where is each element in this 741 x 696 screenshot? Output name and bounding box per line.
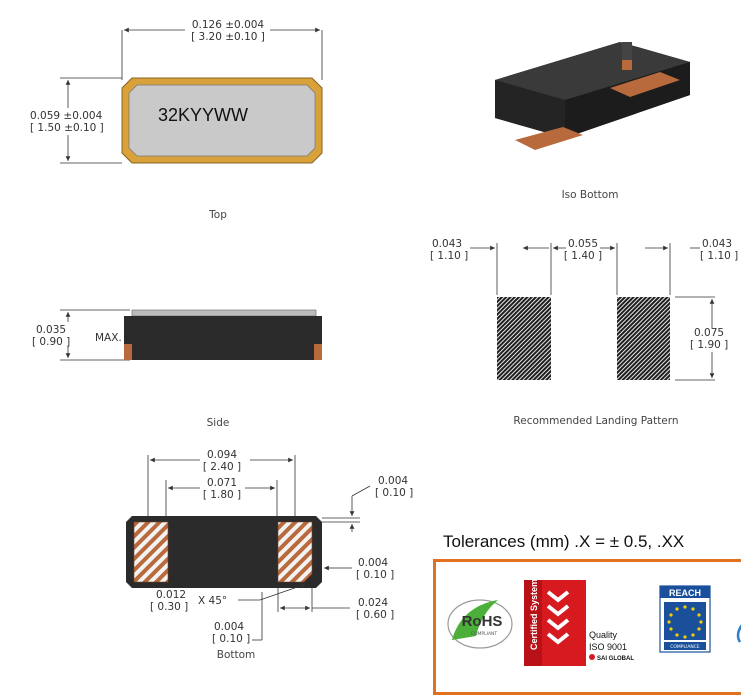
iso-pad-right bbox=[610, 72, 680, 97]
quality-label: Quality bbox=[589, 630, 618, 640]
lp-pad-height: 0.075 bbox=[694, 327, 724, 339]
bottom-chamfer-angle: X 45° bbox=[198, 595, 227, 607]
bottom-side-offset-dim-mm: [ 0.10 ] bbox=[356, 569, 394, 581]
bottom-chamfer-dim: 0.012 bbox=[156, 589, 186, 601]
lp-pad-height-mm: [ 1.90 ] bbox=[690, 339, 728, 351]
lp-pad-width-right-mm: [ 1.10 ] bbox=[700, 250, 738, 262]
side-view: 0.035 [ 0.90 ] MAX. Side bbox=[32, 309, 322, 429]
certified-system-logo: Certified System Quality ISO 9001 SAI GL… bbox=[524, 579, 634, 666]
reach-label: REACH bbox=[669, 588, 701, 598]
lp-gap-mm: [ 1.40 ] bbox=[564, 250, 602, 262]
iso-caption: Iso Bottom bbox=[562, 189, 619, 201]
partial-logo-icon bbox=[736, 624, 741, 643]
lp-pad-right bbox=[617, 297, 670, 380]
bottom-outer-dim-mm: [ 2.40 ] bbox=[203, 461, 241, 473]
side-height-dim-mm: [ 0.90 ] bbox=[32, 336, 70, 348]
sai-label: SAI GLOBAL bbox=[597, 656, 634, 662]
bottom-side-offset-dim: 0.004 bbox=[358, 557, 388, 569]
top-lid bbox=[128, 84, 316, 157]
bottom-pad-dim: 0.024 bbox=[358, 597, 388, 609]
bottom-view: 0.094 [ 2.40 ] 0.071 [ 1.80 ] 0.004 [ 0.… bbox=[126, 449, 413, 661]
bottom-inner-dim: 0.071 bbox=[207, 477, 237, 489]
lp-pad-left bbox=[497, 297, 551, 380]
certifications-box: RoHS COMPLIANT Certified System Quality … bbox=[433, 559, 741, 695]
rohs-logo: RoHS COMPLIANT bbox=[447, 599, 513, 649]
top-width-dim-mm: [ 3.20 ±0.10 ] bbox=[191, 31, 265, 43]
bottom-inner-dim-mm: [ 1.80 ] bbox=[203, 489, 241, 501]
top-height-dim-mm: [ 1.50 ±0.10 ] bbox=[30, 122, 104, 134]
certification-logos: RoHS COMPLIANT Certified System Quality … bbox=[447, 579, 741, 666]
bottom-chamfer-dim-mm: [ 0.30 ] bbox=[150, 601, 188, 613]
top-caption: Top bbox=[208, 209, 227, 221]
top-marking: 32KYYWW bbox=[158, 105, 248, 125]
bottom-bottom-offset-dim: 0.004 bbox=[214, 621, 244, 633]
bottom-bottom-offset-dim-mm: [ 0.10 ] bbox=[212, 633, 250, 645]
lp-pad-width: 0.043 bbox=[432, 238, 462, 250]
landing-pattern: 0.043 [ 1.10 ] 0.055 [ 1.40 ] 0.043 [ 1.… bbox=[430, 238, 738, 427]
bottom-pad-right bbox=[277, 521, 313, 583]
top-view: 0.126 ±0.004 [ 3.20 ±0.10 ] 0.059 ±0.004… bbox=[30, 19, 323, 221]
bottom-pad-left bbox=[133, 521, 169, 583]
bottom-body bbox=[126, 516, 322, 588]
top-width-dim: 0.126 ±0.004 bbox=[192, 19, 265, 31]
bottom-pad-dim-mm: [ 0.60 ] bbox=[356, 609, 394, 621]
side-caption: Side bbox=[207, 417, 230, 429]
iso-label: ISO 9001 bbox=[589, 642, 627, 652]
side-max-label: MAX. bbox=[95, 332, 122, 344]
iso-bottom-view: Iso Bottom bbox=[495, 42, 690, 201]
cert-system-label: Certified System bbox=[529, 579, 539, 650]
bottom-offset-dim: 0.004 bbox=[378, 475, 408, 487]
side-height-dim: 0.035 bbox=[36, 324, 66, 336]
lp-caption: Recommended Landing Pattern bbox=[513, 415, 678, 427]
bottom-caption: Bottom bbox=[217, 649, 256, 661]
lp-pad-width-right: 0.043 bbox=[702, 238, 732, 250]
rohs-sub: COMPLIANT bbox=[471, 631, 498, 637]
bottom-offset-dim-mm: [ 0.10 ] bbox=[375, 487, 413, 499]
reach-logo: REACH COMPLIANCE bbox=[659, 585, 711, 653]
rohs-label: RoHS bbox=[462, 613, 503, 630]
bottom-outer-dim: 0.094 bbox=[207, 449, 237, 461]
iso-pad-left bbox=[515, 127, 583, 150]
reach-sub: COMPLIANCE bbox=[670, 644, 700, 650]
tolerances-text: Tolerances (mm) .X = ± 0.5, .XX bbox=[443, 532, 685, 551]
lp-pad-width-mm: [ 1.10 ] bbox=[430, 250, 468, 262]
lp-gap: 0.055 bbox=[568, 238, 598, 250]
top-height-dim: 0.059 ±0.004 bbox=[30, 110, 103, 122]
